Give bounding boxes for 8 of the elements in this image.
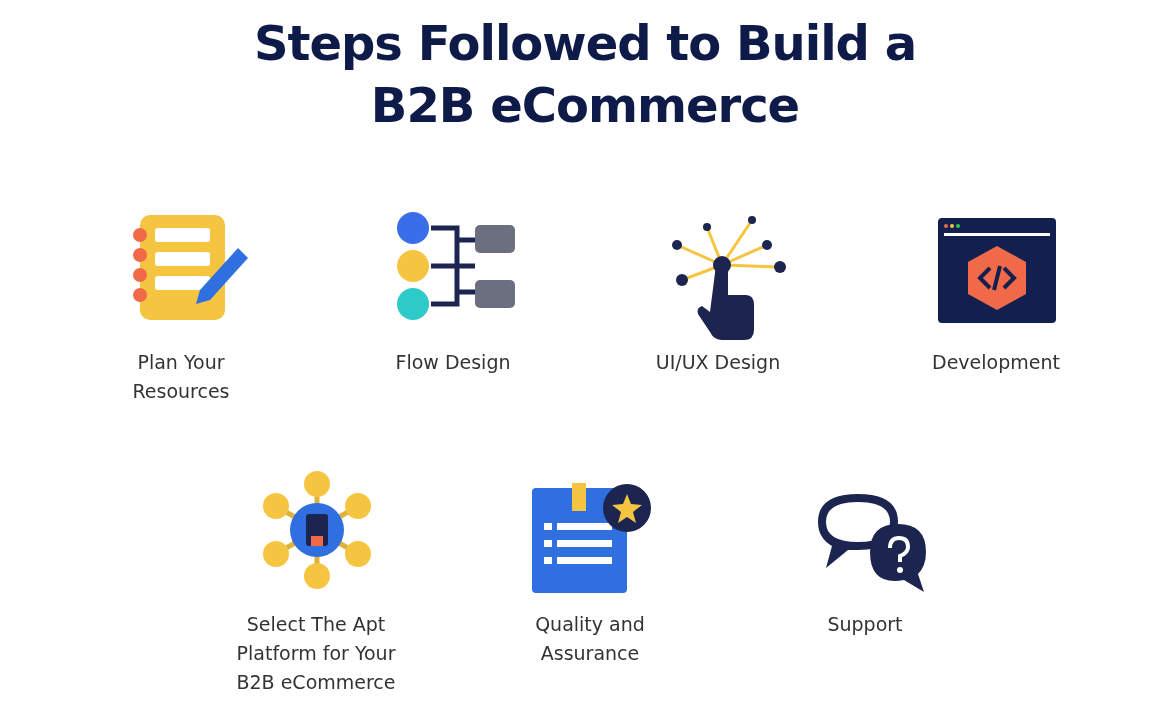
step-label: Flow Design (394, 350, 512, 375)
step-label: Plan Your Resources (131, 350, 231, 404)
step-label: UI/UX Design (654, 350, 782, 375)
step-label: Development (931, 350, 1061, 375)
step-label: Select The Apt Platform for Your B2B eCommerce (235, 612, 397, 695)
step-label: Support (826, 612, 904, 637)
step-label: Quality and Assurance (534, 612, 646, 666)
title: Steps Followed to Build a B2B eCommerce (252, 14, 918, 135)
